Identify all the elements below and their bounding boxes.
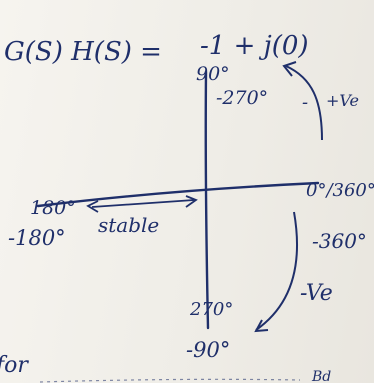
label-right-inner: -360° <box>312 229 367 253</box>
label-left: 180° <box>30 197 76 219</box>
stable-span-line <box>91 199 195 208</box>
positive-direction-arrow <box>285 65 323 141</box>
label-right: 0°/360° <box>306 180 374 201</box>
label-top-inner: -270° <box>216 87 268 109</box>
stable-label: stable <box>98 213 159 237</box>
negative-arrowhead <box>254 319 269 333</box>
label-bottom-inner: -90° <box>186 338 230 362</box>
label-top: 90° <box>196 63 230 85</box>
margin-note-bd: Bd <box>311 369 331 383</box>
stable-right-arrowhead <box>185 195 198 208</box>
vertical-axis <box>204 70 210 330</box>
negative-direction-label: -Ve <box>300 281 333 306</box>
label-left-inner: -180° <box>8 226 66 250</box>
stray-dash: - <box>302 92 308 113</box>
margin-note-for: for <box>0 353 29 378</box>
equation-rhs: -1 + j(0) <box>200 31 309 61</box>
equation-lhs: G(S) H(S) = <box>4 37 162 67</box>
label-bottom: 270° <box>189 299 233 320</box>
stable-left-arrowhead <box>86 200 99 213</box>
positive-direction-label: +Ve <box>326 91 359 110</box>
positive-arrowhead <box>282 61 297 77</box>
negative-direction-arrow <box>255 211 299 331</box>
cut-off-ink-line <box>39 378 301 383</box>
horizontal-axis <box>36 181 320 208</box>
